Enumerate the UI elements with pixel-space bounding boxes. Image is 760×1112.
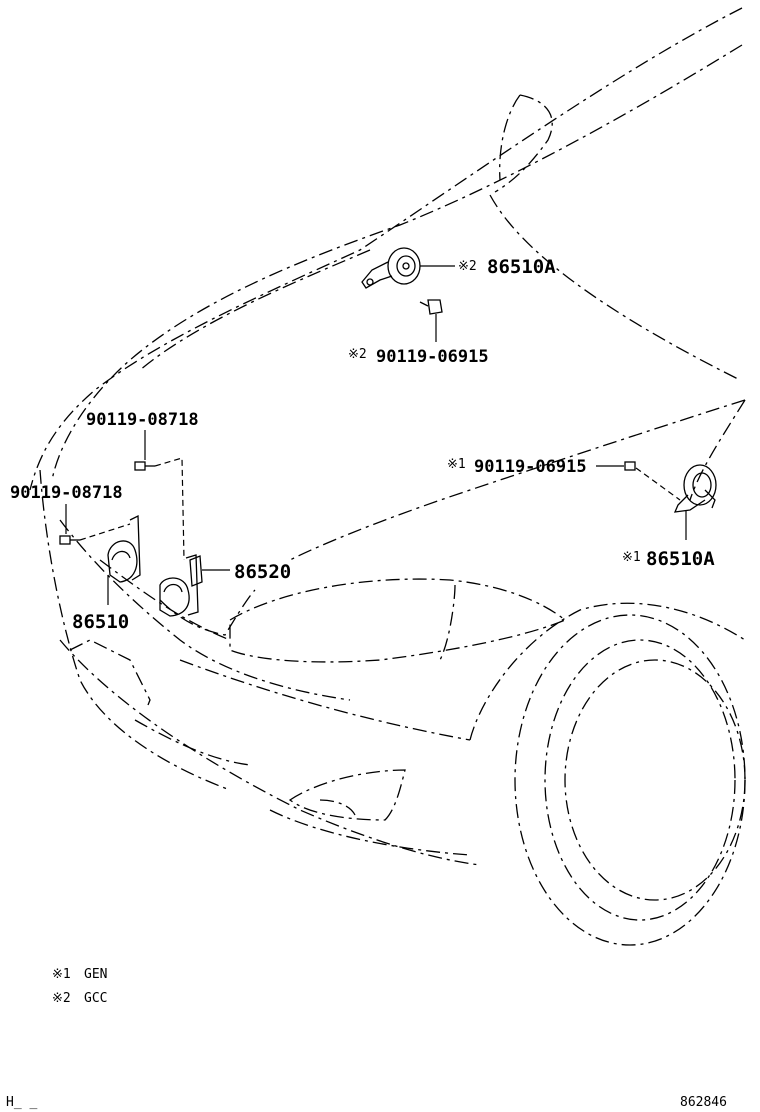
front-wheel [469,602,746,946]
legend-text: GCC [84,991,107,1006]
callout-bolt-right: ※1 90119-06915 [447,457,587,477]
legend-mark: ※1 [52,967,71,982]
callout-bolt-upper: ※2 90119-06915 [348,347,489,367]
part-number-label: 86510A [646,548,715,570]
right-bolt-part [596,461,681,501]
callout-mark: ※1 [447,457,466,472]
vehicle-body-outline [29,7,746,866]
part-number-label: 90119-08718 [10,483,123,503]
left-horn-part [107,514,199,617]
callout-bracket: 86520 [234,561,291,583]
part-number-label: 86520 [234,561,291,583]
legend-mark: ※2 [52,991,71,1006]
callout-horn-upper: ※2 86510A [458,256,556,278]
callout-horn-left: 86510 [72,611,129,633]
upper-bolt-part [419,299,443,342]
upper-horn-part [361,247,455,289]
part-number-label: 90119-06915 [376,347,489,367]
footer-code: H_ _ [6,1095,37,1110]
callout-mark: ※1 [622,550,641,565]
callout-mark: ※2 [458,259,477,274]
legend-text: GEN [84,967,107,982]
callout-horn-right: ※1 86510A [622,548,715,570]
left-top-bolt-part [134,430,185,561]
legend-item: ※1 GEN [52,967,107,982]
part-number-label: 90119-06915 [474,457,587,477]
legend: ※1 GEN ※2 GCC [52,967,107,1006]
callout-mark: ※2 [348,347,367,362]
callout-bolt-left-top: 90119-08718 [86,410,199,430]
figure-number: 862846 [680,1095,727,1110]
part-number-label: 86510A [487,256,556,278]
part-number-label: 86510 [72,611,129,633]
callout-bolt-left-side: 90119-08718 [10,483,123,503]
left-side-bolt-part [59,504,131,545]
part-number-label: 90119-08718 [86,410,199,430]
bracket-part [189,555,230,587]
legend-item: ※2 GCC [52,991,107,1006]
right-horn-part [673,464,717,540]
